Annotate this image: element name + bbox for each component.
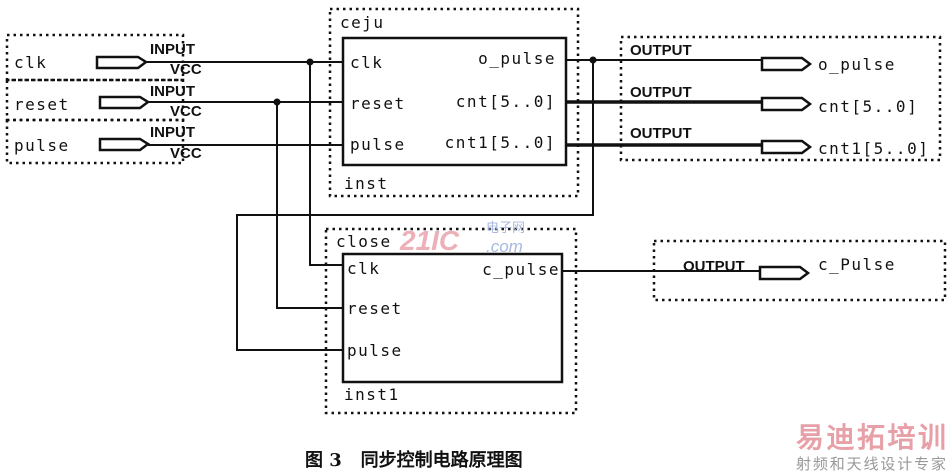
watermark-brand: 易迪拓培训 射频和天线设计专家 bbox=[796, 421, 946, 473]
output-type: OUTPUT bbox=[630, 84, 692, 101]
output-c-pulse: OUTPUT c_Pulse bbox=[652, 239, 947, 302]
input-name: pulse bbox=[14, 136, 70, 155]
output-type: OUTPUT bbox=[630, 125, 692, 142]
port-out: cnt1[5..0] bbox=[445, 133, 556, 152]
input-name: reset bbox=[14, 95, 70, 114]
port-in: clk bbox=[347, 259, 380, 278]
input-pin-icon bbox=[95, 55, 149, 70]
watermark-text: .com bbox=[486, 237, 523, 256]
output-type: OUTPUT bbox=[683, 258, 745, 275]
block-module: close bbox=[336, 232, 392, 251]
output-name: cnt[5..0] bbox=[818, 97, 918, 116]
input-name: clk bbox=[14, 53, 47, 72]
port-out: cnt[5..0] bbox=[456, 92, 556, 111]
input-type: INPUT bbox=[150, 83, 195, 100]
input-pin-icon bbox=[98, 137, 151, 152]
output-pin-icon bbox=[758, 265, 811, 281]
input-clk: clk INPUT VCC bbox=[5, 33, 202, 82]
input-pin-icon bbox=[98, 95, 151, 110]
junction-dot bbox=[589, 56, 597, 64]
port-out: c_pulse bbox=[482, 260, 560, 279]
junction-dot bbox=[306, 58, 314, 66]
output-name: c_Pulse bbox=[818, 255, 896, 274]
output-pin-icon bbox=[760, 139, 813, 155]
watermark-text: 易迪拓培训 bbox=[796, 421, 946, 454]
output-name: o_pulse bbox=[818, 55, 896, 74]
input-default: VCC bbox=[170, 103, 202, 120]
block-instance: inst1 bbox=[344, 385, 400, 404]
block-instance: inst bbox=[344, 174, 389, 193]
input-type: INPUT bbox=[150, 41, 195, 58]
input-default: VCC bbox=[170, 145, 202, 162]
watermark-text: 电子网 bbox=[486, 221, 525, 236]
input-reset: reset INPUT VCC bbox=[5, 78, 202, 122]
output-group: OUTPUT OUTPUT OUTPUT o_pulse cnt[5..0] c… bbox=[619, 35, 942, 162]
block-module: ceju bbox=[340, 13, 385, 32]
wires bbox=[146, 56, 762, 351]
input-type: INPUT bbox=[150, 124, 195, 141]
input-pulse: pulse INPUT VCC bbox=[5, 118, 202, 165]
port-in: pulse bbox=[347, 341, 403, 360]
output-name: cnt1[5..0] bbox=[818, 139, 929, 158]
port-in: clk bbox=[350, 53, 383, 72]
figure-caption: 图 3 同步控制电路原理图 bbox=[305, 449, 523, 471]
watermark-21ic: 21IC 电子网 .com bbox=[399, 221, 525, 256]
block-close: close clk reset pulse c_pulse inst1 bbox=[324, 227, 578, 415]
watermark-text: 射频和天线设计专家 bbox=[796, 455, 946, 473]
port-out: o_pulse bbox=[478, 49, 556, 68]
watermark-text: 21IC bbox=[399, 225, 460, 256]
port-in: pulse bbox=[350, 135, 406, 154]
input-default: VCC bbox=[170, 61, 202, 78]
port-in: reset bbox=[347, 299, 403, 318]
output-pin-icon bbox=[760, 96, 813, 112]
block-ceju: ceju inst clk reset pulse o_pulse cnt[5.… bbox=[328, 7, 580, 198]
junction-dot bbox=[273, 98, 281, 106]
output-type: OUTPUT bbox=[630, 42, 692, 59]
port-in: reset bbox=[350, 94, 406, 113]
output-pin-icon bbox=[760, 56, 813, 72]
